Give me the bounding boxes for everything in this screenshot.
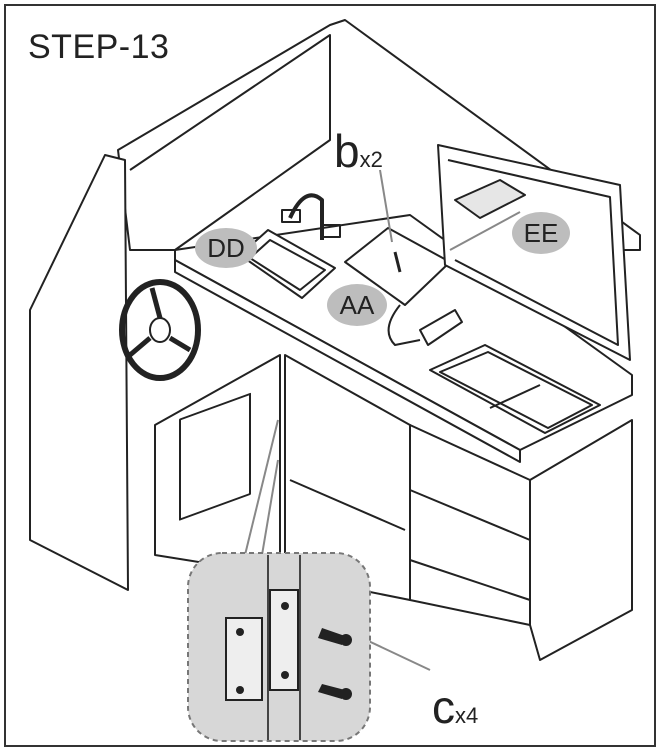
step-title: STEP-13	[28, 28, 170, 66]
callout-dd: DD	[195, 228, 257, 268]
callout-ee: EE	[512, 212, 570, 254]
part-b-letter: b	[334, 125, 360, 177]
part-c-qty: x4	[455, 703, 479, 728]
part-b-label: bx2	[334, 124, 383, 178]
hinge-inset	[187, 552, 371, 742]
part-b-qty: x2	[359, 147, 383, 172]
part-c-letter: c	[432, 681, 455, 733]
part-c-label: cx4	[432, 680, 478, 734]
callout-aa: AA	[327, 284, 387, 326]
